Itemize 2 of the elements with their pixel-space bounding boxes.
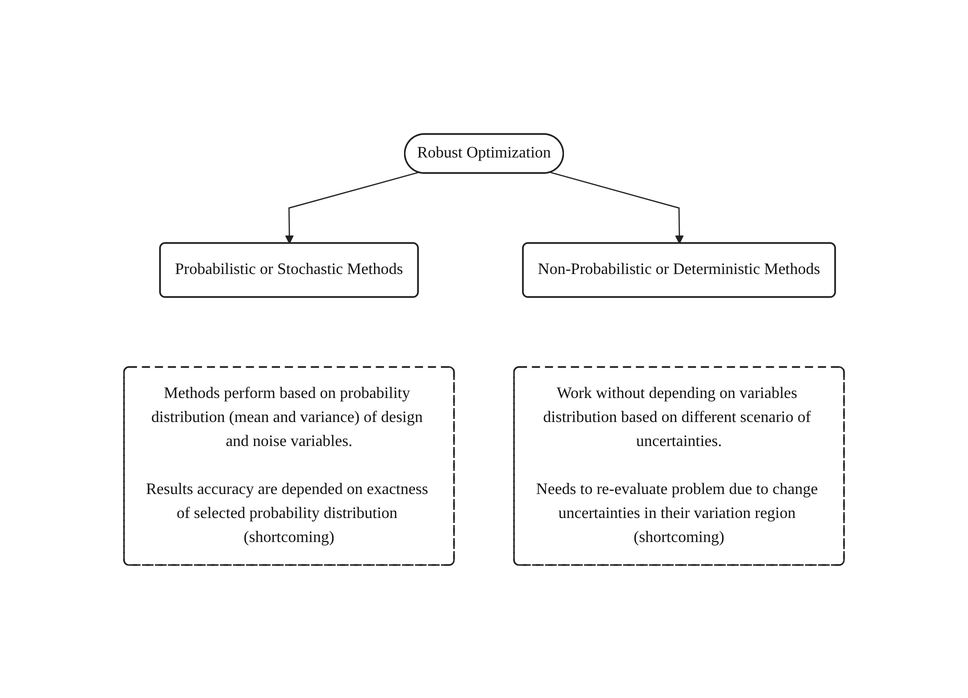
arrow	[285, 171, 419, 244]
arrow	[550, 171, 684, 244]
